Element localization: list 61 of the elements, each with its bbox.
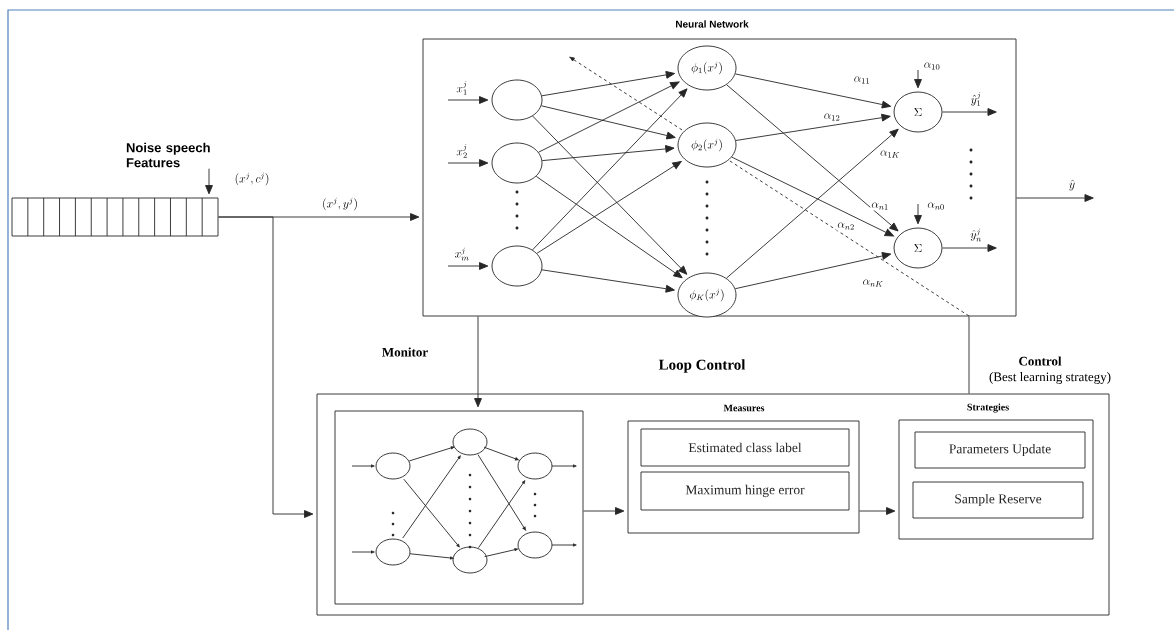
buffer-drawing	[11, 197, 219, 237]
node-label: Loop Control	[658, 359, 746, 373]
arrow	[942, 244, 997, 252]
arrow	[205, 168, 213, 195]
node-label: Measures	[723, 404, 765, 412]
edge-label: $\alpha_{n2}$	[836, 221, 856, 231]
arrow	[474, 316, 482, 408]
edge-label: $\alpha_{11}$	[852, 75, 872, 85]
arrow	[914, 69, 922, 89]
edge-label: $\alpha_{n1}$	[870, 201, 890, 211]
edge-label: $x_m^j$	[453, 246, 471, 262]
arrow	[583, 507, 625, 515]
arrow	[726, 84, 899, 232]
arrow	[731, 156, 894, 237]
arrow	[447, 262, 489, 270]
arrow	[541, 145, 675, 162]
edge-label: $x_1^j$	[455, 80, 469, 96]
arrow	[942, 108, 997, 116]
edge-label: $\alpha_{1K}$	[879, 149, 901, 159]
strategy-box: Parameters Update	[914, 431, 1086, 469]
edge-label: Monitor	[380, 346, 430, 358]
arrow	[535, 175, 683, 279]
neuron-circle	[491, 79, 543, 121]
edge-label: $\alpha_{nK}$	[861, 278, 885, 288]
arrow	[859, 507, 896, 515]
arrow	[541, 71, 676, 97]
arrow	[541, 269, 675, 293]
arrow	[532, 88, 688, 251]
measure-box: Maximum hinge error	[640, 471, 850, 511]
edge-label: $\alpha_{n0}$	[926, 201, 946, 211]
arrow	[734, 252, 892, 290]
arrow	[218, 216, 314, 518]
edge-label: $\hat{y}_n^j$	[969, 227, 983, 243]
edge-label: $(x^j, c^j)$	[233, 171, 271, 187]
input-label: Noise speech Features	[126, 142, 210, 168]
edge-label: $\alpha_{10}$	[922, 61, 942, 71]
arrow	[734, 73, 892, 109]
edge-label: $(x^j, y^j)$	[321, 196, 359, 212]
edge-label: $\hat{y}$	[1067, 178, 1077, 192]
arrow	[540, 105, 676, 140]
arrow	[726, 128, 899, 279]
strategy-box: Sample Reserve	[912, 481, 1084, 519]
edge-label: $x_2^j$	[455, 143, 469, 159]
neuron-circle	[491, 142, 543, 184]
arrow	[536, 160, 682, 254]
arrow	[447, 96, 489, 104]
mini-network-box	[334, 410, 584, 605]
arrow	[538, 81, 680, 153]
arrow	[532, 115, 688, 275]
edge-label: Control	[1017, 355, 1063, 367]
neuron-circle	[491, 245, 543, 287]
node-label: Strategies	[967, 403, 1009, 413]
caption-text: (Best learning strategy)	[989, 372, 1111, 384]
arrow	[447, 159, 489, 167]
edge-label: $\alpha_{12}$	[822, 112, 842, 122]
arrow	[914, 203, 922, 225]
measure-box: Estimated class label	[640, 428, 850, 467]
node-label: Neural Network	[676, 20, 749, 28]
arrow	[735, 113, 891, 141]
edge-label: $\hat{y}_1^j$	[969, 91, 983, 107]
arrow	[1016, 194, 1094, 202]
